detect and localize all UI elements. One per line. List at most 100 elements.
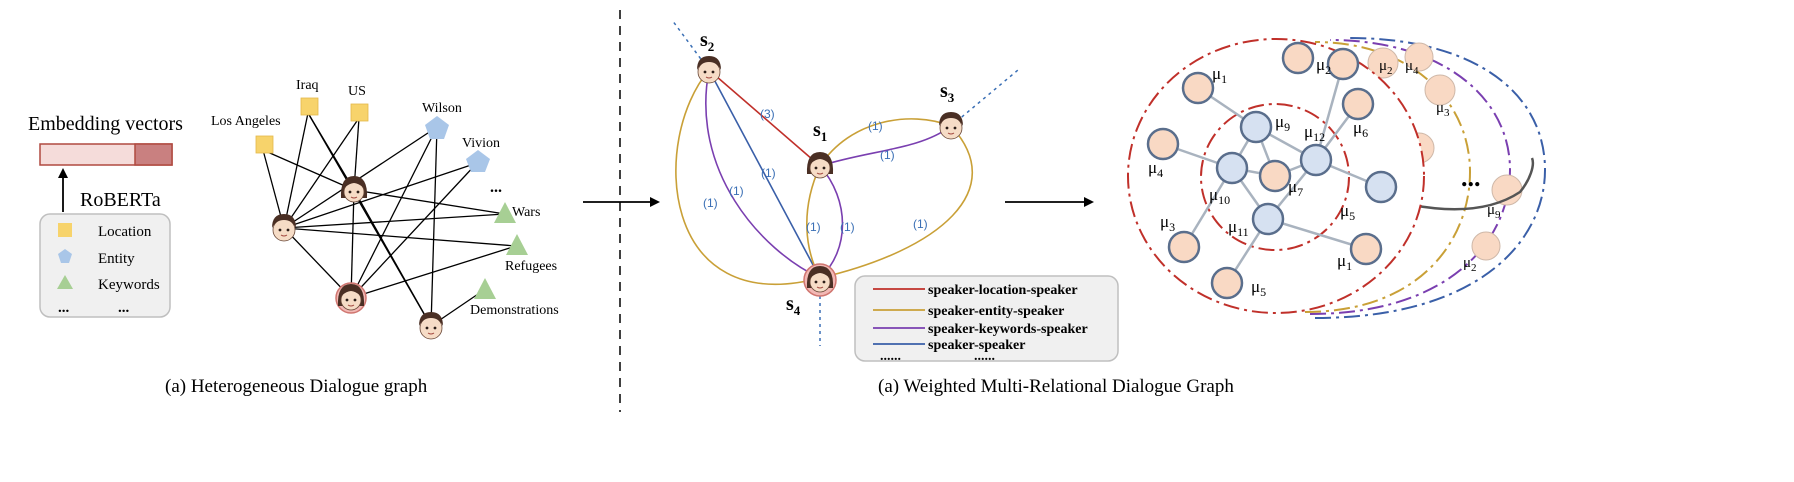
edge-entity <box>819 125 973 279</box>
speaker-label-s3: s3 <box>940 80 955 105</box>
edge-weight: (1) <box>806 220 821 234</box>
graph-node <box>1146 127 1180 161</box>
legend-ellipsis-right: ... <box>118 300 130 316</box>
node-label-vivion: Vivion <box>462 136 500 151</box>
encoder-label: RoBERTa <box>80 189 161 211</box>
graph-node <box>1299 143 1333 177</box>
speaker-avatar <box>271 213 297 242</box>
node-label-wars: Wars <box>512 205 540 220</box>
graph-node <box>1215 151 1249 185</box>
edge-weight: (3) <box>760 107 775 121</box>
edge-weight: (1) <box>761 166 776 180</box>
edge-weight: (1) <box>840 220 855 234</box>
back-node <box>1424 74 1456 106</box>
back-node-label: μ2 <box>1463 255 1477 274</box>
node-label: μ7 <box>1288 177 1303 199</box>
node-label: μ12 <box>1304 122 1325 144</box>
graph-node <box>1258 159 1292 193</box>
caption-middle: (a) Weighted Multi-Relational Dialogue G… <box>878 376 1234 397</box>
node-label: μ5 <box>1251 277 1266 299</box>
graph-node <box>1281 41 1315 75</box>
layer-ring-speaker <box>1314 37 1547 319</box>
node-label: μ2 <box>1316 55 1331 77</box>
node-label: μ3 <box>1160 212 1175 234</box>
node-label-iraq: Iraq <box>296 78 319 93</box>
dotted-extension <box>671 19 710 71</box>
back-node-label: μ9 <box>1487 202 1501 221</box>
dotted-extension <box>950 69 1019 127</box>
node-type-legend-box <box>39 213 171 318</box>
speaker-avatar <box>418 311 444 340</box>
legend-relation-location: speaker-location-speaker <box>928 283 1078 298</box>
embedding-title: Embedding vectors <box>28 113 183 135</box>
legend-entity-label: Entity <box>98 251 135 267</box>
node-label-dots: ... <box>490 179 502 196</box>
edge-keywords <box>705 69 821 279</box>
legend-location-label: Location <box>98 224 152 240</box>
node-label: μ9 <box>1275 112 1290 134</box>
edge-entity <box>819 118 952 167</box>
edge-weight: (1) <box>729 184 744 198</box>
entity-legend-icon <box>58 249 72 263</box>
node-label-wilson: Wilson <box>422 101 462 116</box>
graph-node <box>1239 110 1273 144</box>
embedding-vector-highlight <box>134 143 173 166</box>
graph-node <box>1364 170 1398 204</box>
edge-entity <box>675 69 821 286</box>
entity-node-wilson <box>425 116 449 139</box>
right-panel: μ2 μ4 μ3 8 μ9 μ2 ... <box>1127 37 1547 319</box>
layer-brace <box>1411 157 1535 211</box>
relation-legend-box <box>854 275 1119 362</box>
edge-speaker <box>708 69 821 279</box>
node-label: μ1 <box>1337 251 1352 273</box>
legend-relation-keywords: speaker-keywords-speaker <box>928 322 1088 337</box>
legend-relation-speaker: speaker-speaker <box>928 338 1025 353</box>
front-layer-inner-ring <box>1200 103 1350 251</box>
keywords-legend-icon <box>57 275 73 289</box>
node-label-us: US <box>348 84 366 99</box>
back-node <box>1404 42 1434 72</box>
back-node <box>1367 47 1399 79</box>
speaker-avatar-s3 <box>938 111 964 140</box>
back-node <box>1471 231 1501 261</box>
node-label: μ6 <box>1353 118 1368 140</box>
location-node-us <box>350 103 369 122</box>
edge-location <box>708 69 821 167</box>
node-label: μ5 <box>1340 201 1355 223</box>
graph-node <box>1181 71 1215 105</box>
edge-weight: (1) <box>868 119 883 133</box>
caption-left: (a) Heterogeneous Dialogue graph <box>165 376 428 397</box>
location-legend-icon <box>58 223 72 237</box>
graph-node <box>1251 202 1285 236</box>
node-label-demonstrations: Demonstrations <box>470 303 559 318</box>
speaker-label-s4: s4 <box>786 293 801 318</box>
graph-node <box>1167 230 1201 264</box>
legend-relation-entity: speaker-entity-speaker <box>928 304 1064 319</box>
graph-node <box>1349 232 1383 266</box>
edge-weight: (1) <box>880 148 895 162</box>
hetero-edges <box>262 112 517 327</box>
keyword-node-wars <box>494 202 516 223</box>
entity-node-vivion <box>466 150 490 172</box>
keyword-node-demonstrations <box>474 278 496 299</box>
back-node-label: μ2 <box>1379 58 1393 77</box>
left-panel: Embedding vectors RoBERTa Location Entit… <box>28 78 559 397</box>
location-node-iraq <box>300 97 319 116</box>
node-label-refugees: Refugees <box>505 259 557 274</box>
speaker-label-s2: s2 <box>700 29 714 54</box>
graph-node <box>1210 266 1244 300</box>
speaker-avatar-s2 <box>696 55 722 84</box>
node-label: μ1 <box>1212 64 1227 86</box>
layers-ellipsis: ... <box>1461 163 1481 192</box>
node-label-los-angeles: Los Angeles <box>211 114 281 129</box>
node-label: μ10 <box>1209 185 1230 207</box>
speaker-avatar <box>340 175 368 203</box>
front-node-labels: μ1 μ2 μ9 μ12 μ6 μ4 μ10 μ7 μ5 μ3 μ11 μ1 μ… <box>1148 55 1368 299</box>
keyword-node-refugees <box>506 234 528 255</box>
node-label: μ11 <box>1228 217 1249 239</box>
speaker-avatar-s1 <box>806 151 834 179</box>
legend-ellipsis-left: ... <box>58 300 70 316</box>
back-node-label: μ3 <box>1436 100 1450 119</box>
legend-keywords-label: Keywords <box>98 277 160 293</box>
